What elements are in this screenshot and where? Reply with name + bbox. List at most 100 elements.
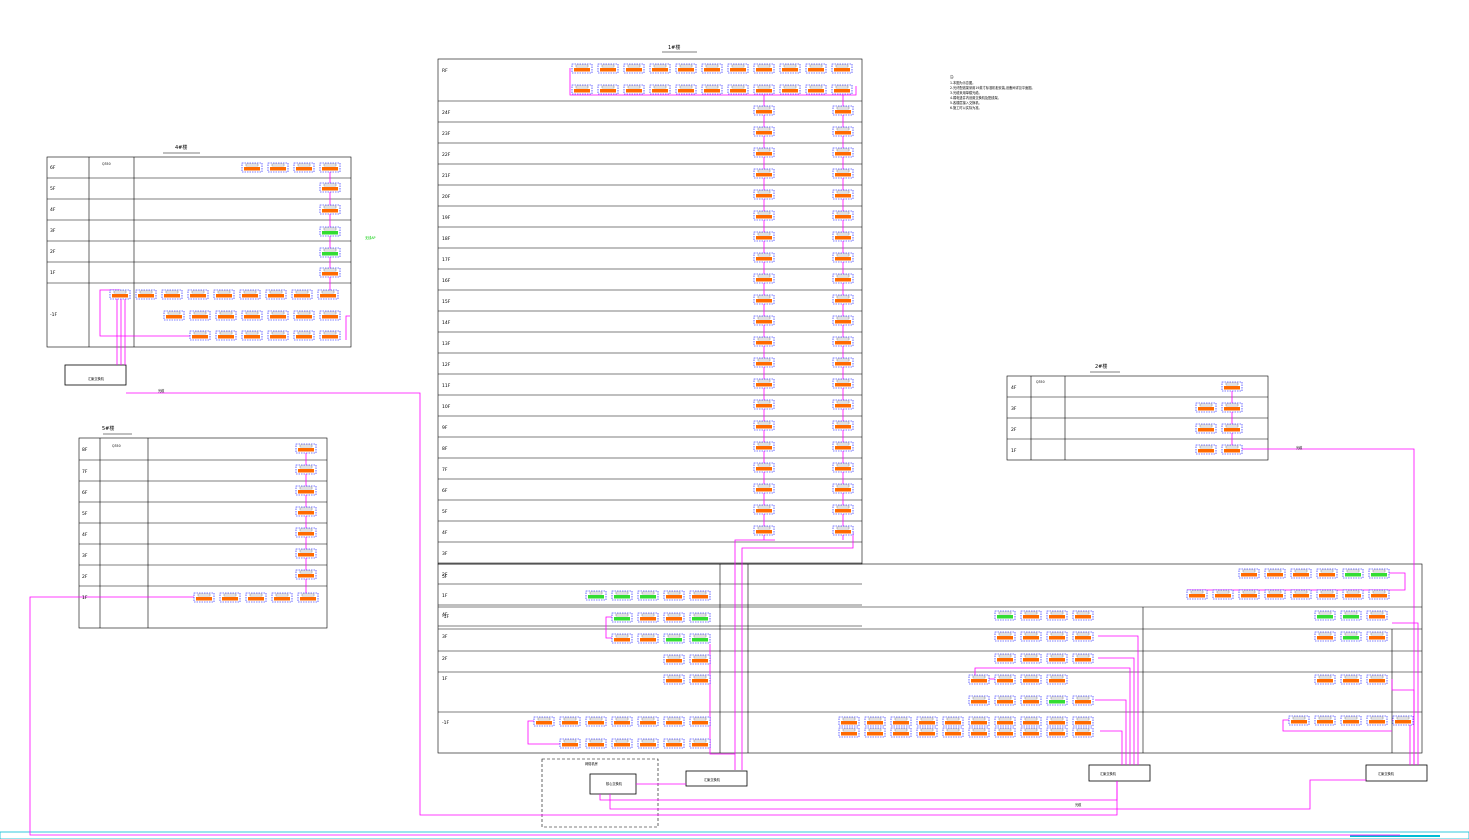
floor-label: 9F [442,425,448,431]
wire [709,644,735,755]
floor-label: -1F [442,614,449,620]
floor-label: 17F [442,257,451,263]
switch-device-icon [753,231,775,242]
switch-device-icon [753,525,775,536]
notes-line-5: 5.各楼层接入交换机。 [950,100,982,105]
table-grid [0,51,1469,839]
wire [605,616,612,639]
floor-label: 14F [442,320,451,326]
switch-device-icon [832,126,854,137]
switch-device-icon [968,695,990,706]
floor-label: 18F [442,236,451,242]
agg-switch-left [64,364,127,386]
switch-device-icon [1072,653,1094,664]
switch-device-icon [1072,610,1094,621]
floor-label: 3F [1011,406,1017,412]
floor-label: 2F [82,574,88,580]
switch-device-icon [701,63,723,74]
switch-device-icon [994,716,1016,727]
switch-device-icon [623,63,645,74]
switch-device-icon [1342,568,1364,579]
switch-device-icon [968,674,990,685]
switch-device-icon [319,162,341,173]
switch-device-icon [831,63,853,74]
switch-device-icon [753,504,775,515]
switch-device-icon [832,231,854,242]
switch-device-icon [319,330,341,341]
panel-left-bottom [78,437,328,629]
switch-device-icon [1046,716,1068,727]
floor-label: 4F [82,532,88,538]
switch-device-icon [832,168,854,179]
switch-device-icon [832,105,854,116]
switch-device-icon [319,226,341,237]
switch-device-icon [753,147,775,158]
floor-label: 1F [50,270,56,276]
switch-device-icon [597,84,619,95]
floor-label: 5F [442,509,448,515]
wire [599,781,1118,801]
switch-device-icon [1195,423,1217,434]
floor-label: 13F [442,341,451,347]
switch-device-icon [838,716,860,727]
switch-device-icon [689,654,711,665]
floor-label: 20F [442,194,451,200]
wire [1392,719,1411,765]
switch-device-icon [1046,631,1068,642]
agg-switch-label-mid: 汇聚交换机 [1100,771,1117,776]
switch-device-icon [245,592,267,603]
floor-label: 2F [442,572,448,578]
notes-line-6: 6.施工时以实际为准。 [950,105,982,110]
wire [734,539,775,770]
switch-device-icon [994,610,1016,621]
floor-label: -1F [442,720,449,726]
panel-title-left-top: 4#楼 [175,144,187,151]
switch-device-icon [611,612,633,623]
switch-device-icon [689,633,711,644]
switch-device-icon [1340,674,1362,685]
switch-device-icon [663,654,685,665]
switch-device-icon [805,63,827,74]
switch-device-icon [1221,444,1243,455]
switch-device-icon [753,189,775,200]
switch-device-icon [1316,568,1338,579]
wire-trunk [29,596,1400,836]
floor-label: 5F [82,511,88,517]
switch-device-icon [689,674,711,685]
switch-device-icon [1290,589,1312,600]
switch-device-icon [753,294,775,305]
left-bottom-note: Q350 [112,444,121,448]
switch-device-icon [832,315,854,326]
switch-device-icon [293,330,315,341]
switch-device-icon [637,716,659,727]
switch-device-icon [1314,674,1336,685]
switch-device-icon [585,738,607,749]
switch-device-icon [1072,727,1094,738]
switch-device-icon [968,716,990,727]
switch-device-icon [1020,695,1042,706]
switch-device-icon [753,441,775,452]
switch-device-icon [295,506,317,517]
switch-device-icon [1046,610,1068,621]
switch-device-icon [832,462,854,473]
floor-label: -1F [50,312,57,318]
notes-line-1: 1.本图为示意图。 [950,80,975,85]
switch-device-icon [1264,589,1286,600]
switch-device-icon [832,399,854,410]
switch-device-icon [295,464,317,475]
floor-label: 23F [442,131,451,137]
switch-device-icon [1340,715,1362,726]
panel-title-left-bottom: 5#楼 [102,425,114,432]
switch-device-icon [890,716,912,727]
switch-device-icon [968,727,990,738]
switch-device-icon [295,443,317,454]
switch-device-icon [832,336,854,347]
switch-device-icon [832,525,854,536]
switch-device-icon [1368,568,1390,579]
switch-device-icon [1212,589,1234,600]
switch-device-icon [1221,423,1243,434]
floor-label: 2F [442,656,448,662]
switch-device-icon [832,189,854,200]
switch-device-icon [779,63,801,74]
switch-device-icon [689,738,711,749]
